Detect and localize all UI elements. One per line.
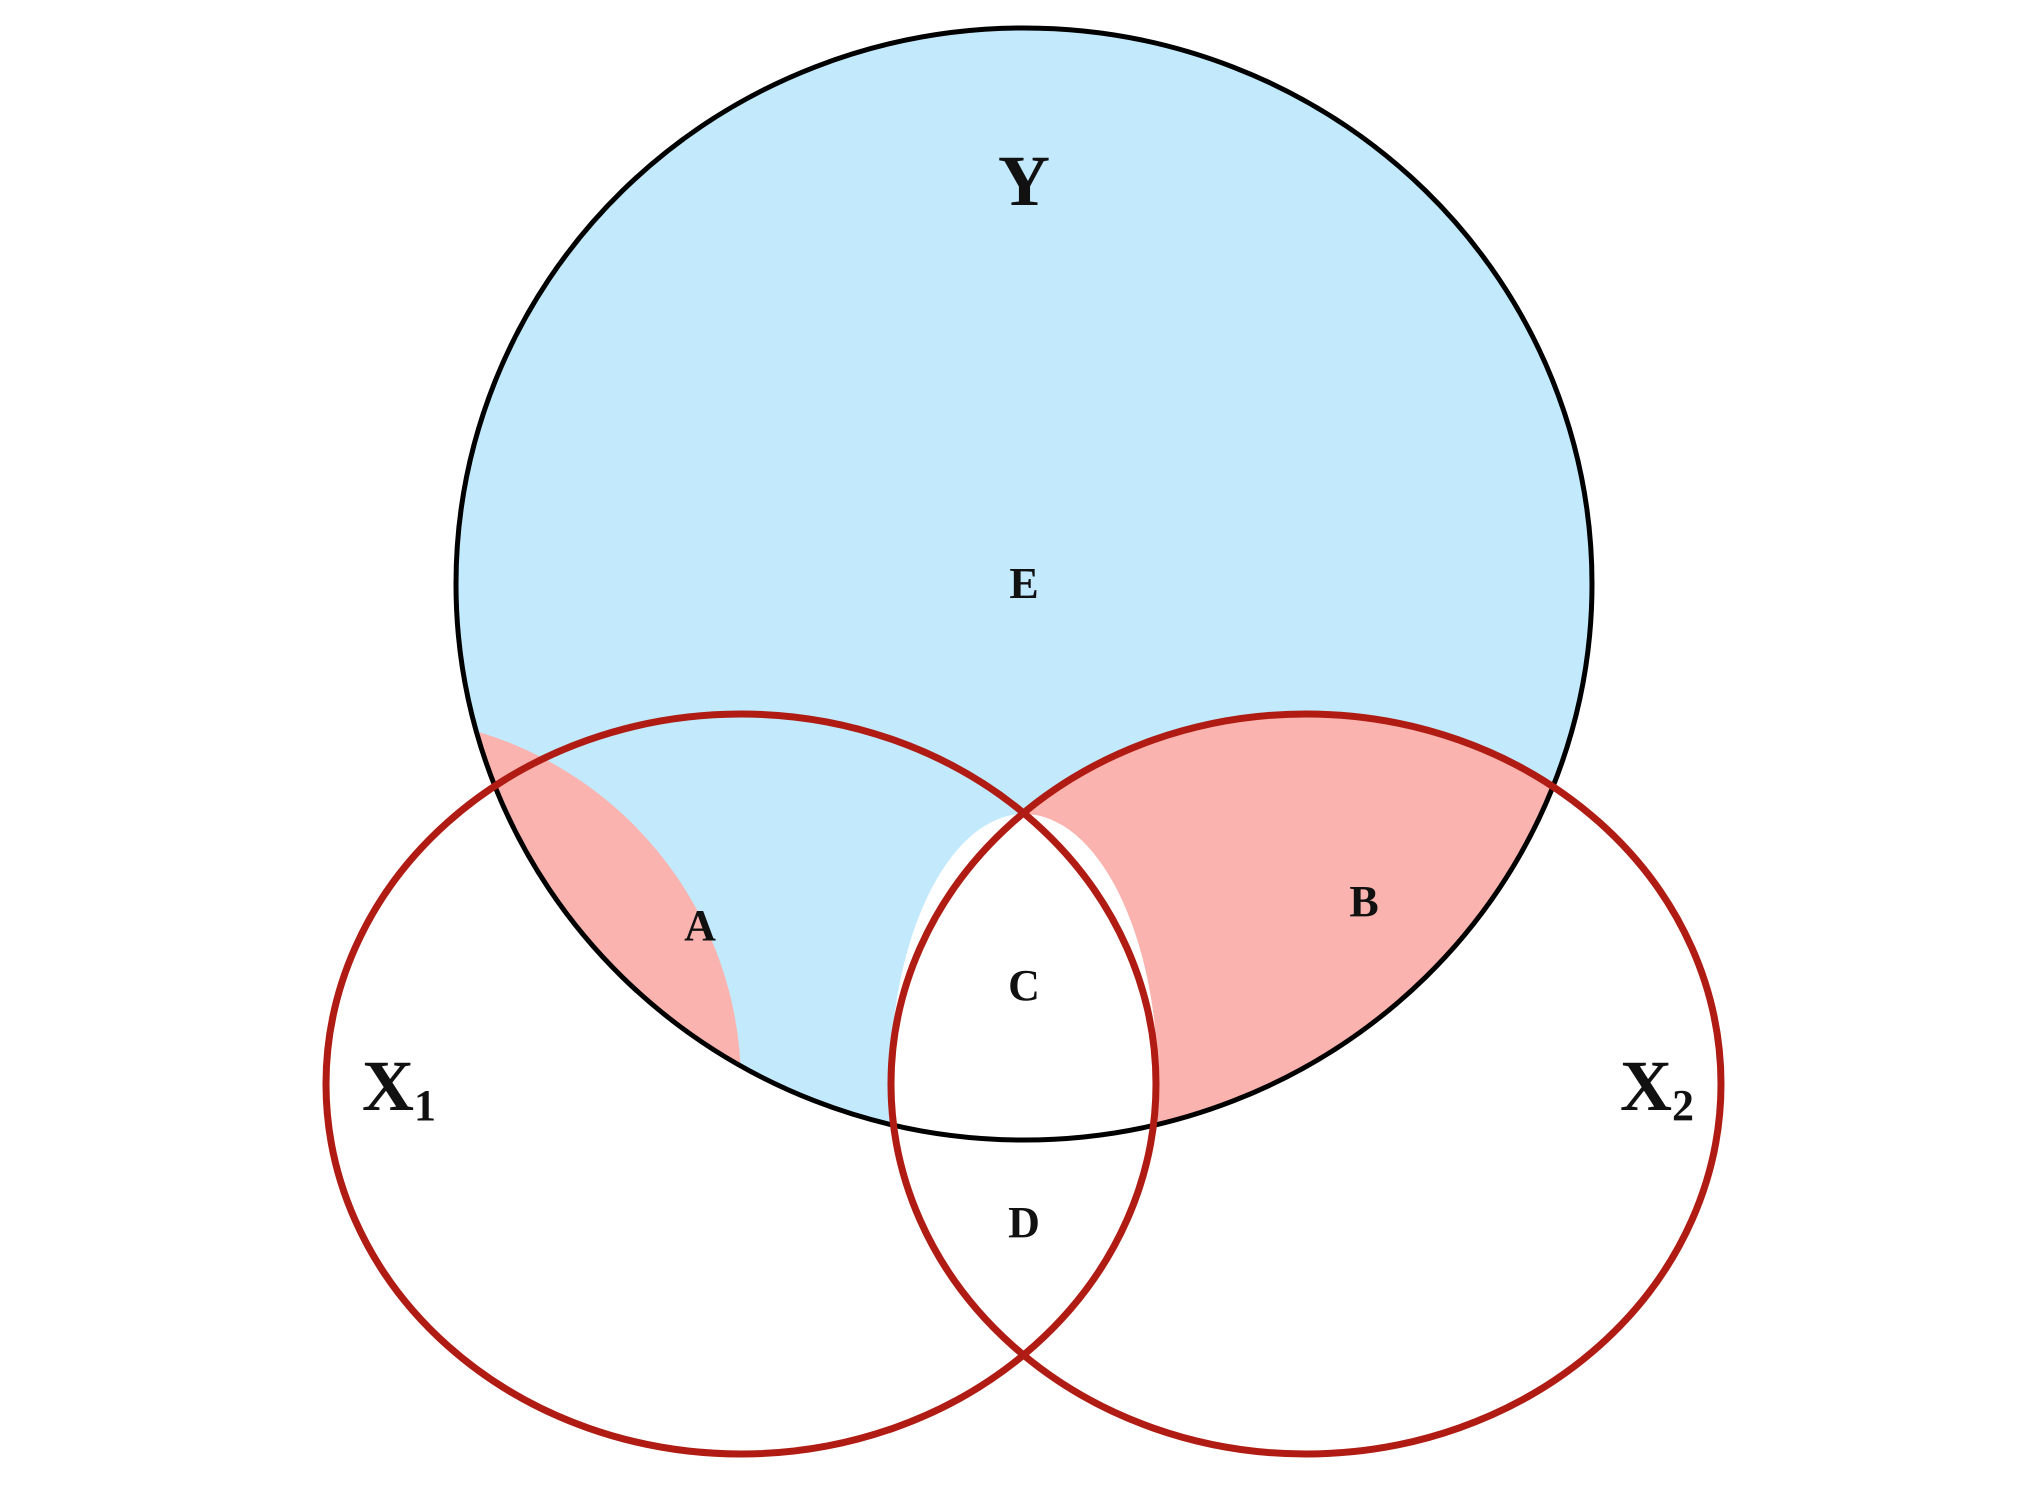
set-x2-label: X2 [1620,1046,1694,1130]
set-x1-subscript: 1 [414,1081,436,1130]
set-x2-outline [887,710,1725,1458]
set-x1-letter: X [362,1046,414,1126]
set-x1-label: X1 [362,1046,436,1130]
set-x2-letter: X [1620,1046,1672,1126]
region-c-label: C [1008,961,1040,1010]
region-e-label: E [1009,559,1038,608]
set-y-outline [453,25,1595,1143]
set-x2-subscript: 2 [1672,1081,1694,1130]
set-x1-outline [322,710,1160,1458]
region-a-label: A [684,901,716,950]
region-d-label: D [1008,1198,1040,1247]
set-y-label: Y [998,141,1050,221]
region-c-fill [890,814,1158,1140]
region-a-fill [456,714,1592,1140]
region-b-label: B [1349,877,1378,926]
